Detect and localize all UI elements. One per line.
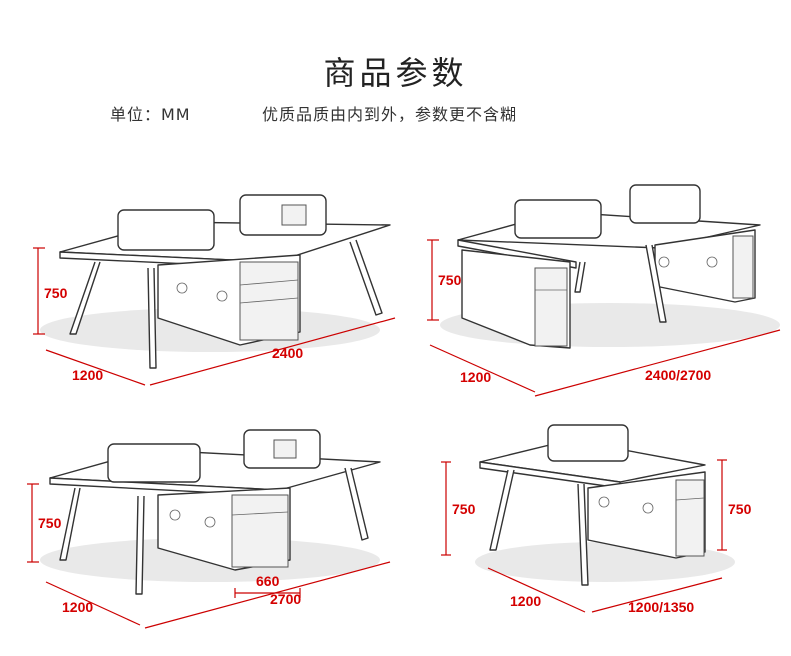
diagram-3-height: 750 (38, 515, 62, 531)
page-title: 商品参数 (323, 54, 468, 92)
diagram-3-width: 2700 (270, 591, 301, 607)
diagram-1-width: 2400 (272, 345, 303, 361)
diagram-3-cabinet: 660 (256, 573, 280, 589)
diagram-4-depth: 1200 (510, 593, 541, 609)
desk-diagram-1 (33, 194, 396, 386)
desk-diagram-3 (27, 429, 391, 629)
diagram-4-width: 1200/1350 (628, 599, 694, 615)
diagram-2-width: 2400/2700 (645, 367, 711, 383)
diagram-4-height-left: 750 (452, 501, 476, 517)
slogan-text: 优质品质由内到外，参数更不含糊 (262, 105, 518, 124)
diagram-3-depth: 1200 (62, 599, 93, 615)
diagram-1-height: 750 (44, 285, 68, 301)
diagram-2-depth: 1200 (460, 369, 491, 385)
desk-diagram-4 (441, 424, 735, 613)
diagram-4-height-right: 750 (728, 501, 752, 517)
diagram-2-height: 750 (438, 272, 462, 288)
unit-label: 单位：MM (110, 105, 191, 124)
diagram-1-depth: 1200 (72, 367, 103, 383)
desk-diagram-2 (427, 184, 781, 397)
